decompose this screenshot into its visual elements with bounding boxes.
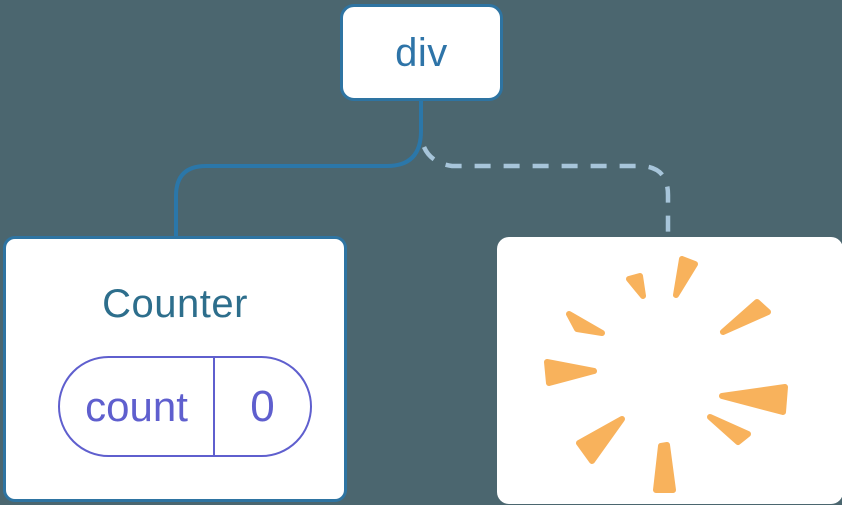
component-title: Counter — [102, 282, 248, 326]
connector-solid-line — [174, 101, 423, 238]
connector-dashed-line — [421, 145, 671, 238]
state-value-label: 0 — [250, 381, 275, 431]
poof-ray — [653, 442, 676, 493]
poof-ray — [673, 256, 698, 298]
poof-ray — [626, 273, 646, 299]
root-node-label: div — [395, 30, 448, 75]
counter-component-node: Counter count 0 — [3, 236, 347, 502]
poof-rays-group — [544, 256, 788, 493]
state-name-label: count — [60, 358, 215, 455]
poof-ray — [544, 359, 597, 386]
poof-ray — [720, 299, 771, 335]
poof-ray — [719, 384, 788, 415]
poof-ray — [707, 414, 751, 445]
poof-starburst-icon — [544, 256, 788, 493]
poof-ray — [576, 416, 625, 464]
root-node-div: div — [340, 4, 503, 101]
poof-ray — [566, 311, 605, 336]
removed-component-node — [497, 237, 842, 504]
state-pill: count 0 — [58, 356, 312, 457]
